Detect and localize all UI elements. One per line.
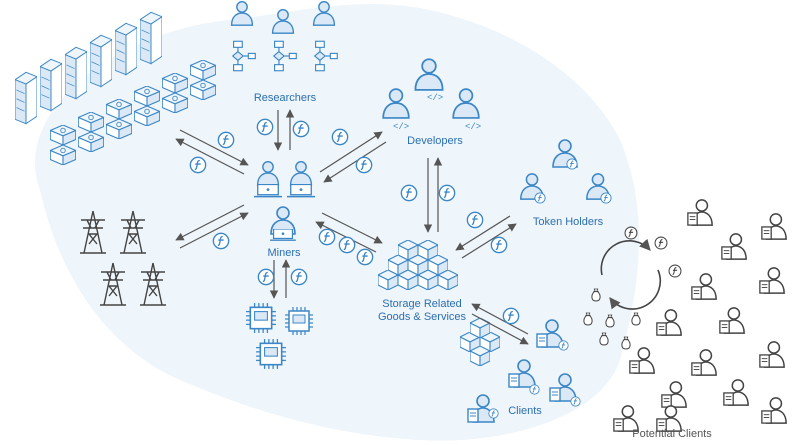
cycle-arrows-icon [600,226,682,310]
researchers-label: Researchers [253,92,317,104]
potential-clients-group-icon [613,199,787,432]
miners-label: Miners [267,247,301,259]
potential-clients-label: Potential Clients [632,428,712,440]
svg-text:</>: </> [427,93,443,103]
svg-text:</>: </> [393,122,409,132]
developers-group-icon: </> </> </> [382,58,481,132]
developers-label: Developers [407,135,463,147]
storage-goods-label-line2: Goods & Services [377,311,467,323]
storage-goods-label-line1: Storage Related [382,298,462,310]
clients-label: Clients [508,405,542,417]
flow-arrows [175,109,529,345]
token-holders-label: Token Holders [532,216,604,228]
svg-text:</>: </> [465,122,481,132]
